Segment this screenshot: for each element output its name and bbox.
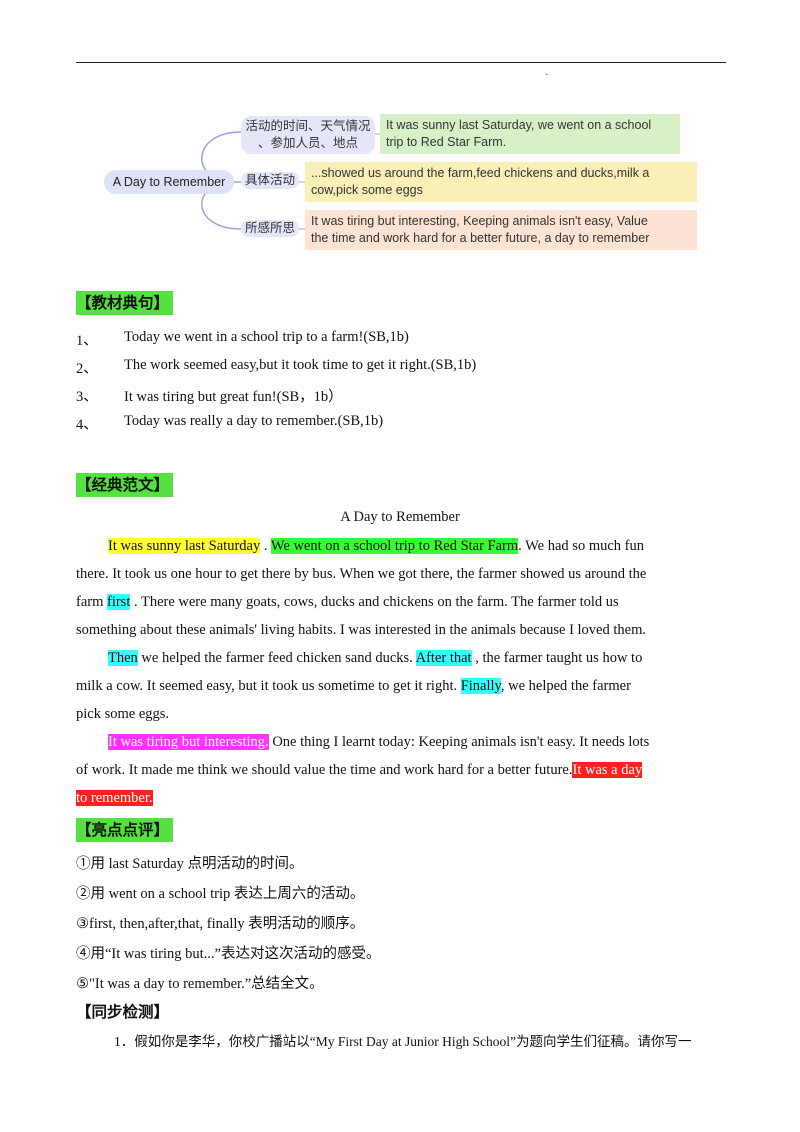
branch3-text-line2: the time and work hard for a better futu… [311,231,650,245]
essay-p1-line3: farm first . There were many goats, cows… [76,594,619,611]
header-rule [76,62,726,63]
item-text: The work seemed easy,but it took time to… [124,357,477,373]
essay-p2-line1: Then we helped the farmer feed chicken s… [108,650,642,667]
branch1-text-line2: trip to Red Star Farm. [386,135,507,149]
highlight-summary: to remember. [76,790,153,806]
comment-item: ④用“It was tiring but...”表达对这次活动的感受。 [76,946,381,962]
text: . We had so much fun [518,538,644,554]
text: . [260,538,271,554]
mindmap-branch3-text: It was tiring but interesting, Keeping a… [305,210,697,250]
section-title-model-essay: 【经典范文】 [76,473,174,497]
essay-p3-line3: to remember. [76,790,153,807]
item-text: It was tiring but great fun!(SB，1b） [124,389,343,405]
text: One thing I learnt today: Keeping animal… [268,734,650,750]
mindmap-branch3-label: 所感所思 [241,220,299,237]
mindmap-branch2-label: 具体活动 [241,172,299,189]
text: of work. It made me think we should valu… [76,762,573,778]
highlight-activity: We went on a school trip to Red Star Far… [270,538,519,554]
item-text: Today was really a day to remember.(SB,1… [124,413,384,429]
branch1-label-line1: 活动的时间、天气情况 [245,119,371,133]
section-title-practice: 【同步检测】 [76,1003,170,1021]
item-text: Today we went in a school trip to a farm… [124,329,409,345]
comment-item: ③first, then,after,that, finally 表明活动的顺序… [76,916,365,932]
text: milk a cow. It seemed easy, but it took … [76,678,461,694]
text: we helped the farmer feed chicken sand d… [137,650,416,666]
highlight-sequence-then: Then [108,650,138,666]
text: . There were many goats, cows, ducks and… [130,594,619,610]
highlight-sequence-finally: Finally [460,678,501,694]
branch1-label-line2: 、参加人员、地点 [257,136,358,150]
branch2-text-line1: ...showed us around the farm,feed chicke… [311,166,650,180]
item-number: 4、 [76,417,98,433]
item-number: 2、 [76,361,98,377]
essay-p1-line2: there. It took us one hour to get there … [76,566,647,582]
branch3-text-line1: It was tiring but interesting, Keeping a… [311,214,648,228]
highlight-feeling: It was tiring but interesting. [108,734,269,750]
mindmap-branch2-text: ...showed us around the farm,feed chicke… [305,162,697,202]
essay-p2-line2: milk a cow. It seemed easy, but it took … [76,678,631,695]
comment-item: ②用 went on a school trip 表达上周六的活动。 [76,886,365,902]
comment-item: ⑤"It was a day to remember.”总结全文。 [76,976,324,992]
highlight-summary: It was a day [572,762,643,778]
mindmap-branch1-text: It was sunny last Saturday, we went on a… [380,114,680,154]
mindmap-branch1-label: 活动的时间、天气情况 、参加人员、地点 [241,116,375,154]
text: , the farmer taught us how to [471,650,643,666]
essay-p3-line1: It was tiring but interesting. One thing… [108,734,649,751]
practice-task: 1．假如你是李华，你校广播站以“My First Day at Junior H… [114,1034,692,1049]
essay-p1-line1: It was sunny last Saturday . We went on … [108,538,644,555]
text: , we helped the farmer [500,678,631,694]
essay-p2-line3: pick some eggs. [76,706,170,722]
page-mark: · [545,70,549,81]
highlight-sequence-after-that: After that [415,650,472,666]
essay-title: A Day to Remember [340,509,460,525]
section-title-textbook-sentences: 【教材典句】 [76,291,174,315]
mindmap-root: A Day to Remember [104,170,234,194]
highlight-time: It was sunny last Saturday [108,538,261,554]
comment-item: ①用 last Saturday 点明活动的时间。 [76,856,304,872]
text: farm [76,594,107,610]
item-number: 1、 [76,333,98,349]
essay-p3-line2: of work. It made me think we should valu… [76,762,643,779]
highlight-sequence-first: first [107,594,131,610]
section-title-highlights: 【亮点点评】 [76,818,174,842]
branch2-text-line2: cow,pick some eggs [311,183,423,197]
item-number: 3、 [76,389,98,405]
essay-p1-line4: something about these animals' living ha… [76,622,646,638]
branch1-text-line1: It was sunny last Saturday, we went on a… [386,118,652,132]
